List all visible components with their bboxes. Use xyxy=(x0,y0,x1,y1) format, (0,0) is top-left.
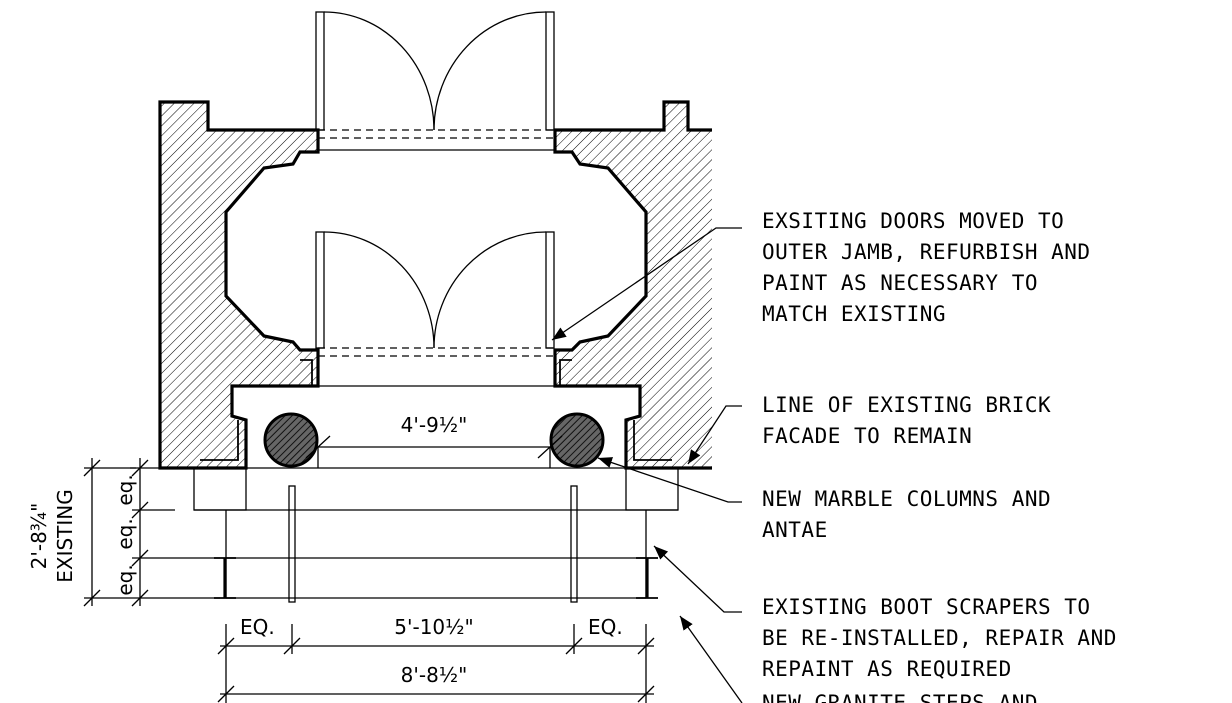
scrapers-leader xyxy=(653,545,742,613)
doors-leader xyxy=(551,227,742,341)
left-wall xyxy=(158,100,320,470)
right-jamb-detail xyxy=(559,359,572,386)
upper-door-leaves xyxy=(315,11,555,131)
scrapers-note-line-2: BE RE-INSTALLED, REPAIR AND xyxy=(762,626,1117,650)
doors-note: EXSITING DOORS MOVED TO OUTER JAMB, REFU… xyxy=(762,209,1091,326)
right-boot-scraper xyxy=(570,485,578,603)
doors-note-line-2: OUTER JAMB, REFURBISH AND xyxy=(762,240,1091,264)
brick-note: LINE OF EXISTING BRICK FACADE TO REMAIN xyxy=(762,393,1051,448)
column-dim-tick-left xyxy=(305,435,331,459)
eq-label-upper: eq. xyxy=(113,474,137,505)
brick-note-line-2: FACADE TO REMAIN xyxy=(762,424,972,448)
scrapers-note-line-1: EXISTING BOOT SCRAPERS TO xyxy=(762,595,1091,619)
bottom-dimensions xyxy=(217,624,655,703)
left-jamb-detail xyxy=(300,359,313,386)
left-marble-column xyxy=(263,412,319,468)
scraper-spacing-dimension: 5'-10½" xyxy=(394,615,473,639)
right-wall xyxy=(553,100,712,470)
brick-leader xyxy=(687,405,742,465)
column-spacing-dimension: 4'-9½" xyxy=(401,413,468,437)
columns-note-line-2: ANTAE xyxy=(762,518,828,542)
lower-door-leaves xyxy=(315,231,555,349)
brick-note-line-1: LINE OF EXISTING BRICK xyxy=(762,393,1051,417)
eq-dimension-right: EQ. xyxy=(588,615,623,639)
column-dim-tick-right xyxy=(537,435,563,459)
right-marble-column xyxy=(549,412,605,468)
depth-dimension-label: EXISTING xyxy=(53,489,77,583)
doors-note-line-3: PAINT AS NECESSARY TO xyxy=(762,271,1038,295)
overall-width-dimension: 8'-8½" xyxy=(401,663,468,687)
columns-note-line-1: NEW MARBLE COLUMNS AND xyxy=(762,487,1051,511)
scrapers-note-line-3: REPAINT AS REQUIRED xyxy=(762,657,1012,681)
left-boot-scraper xyxy=(288,485,296,603)
columns-note: NEW MARBLE COLUMNS AND ANTAE xyxy=(762,487,1051,542)
eq-label-middle: eq. xyxy=(113,518,137,549)
columns-leader xyxy=(597,457,742,503)
left-pedestal xyxy=(193,467,247,511)
scrapers-note: EXISTING BOOT SCRAPERS TO BE RE-INSTALLE… xyxy=(762,595,1117,681)
depth-dimension-value: 2'-8¾" xyxy=(27,503,51,570)
eq-dimension-left: EQ. xyxy=(240,615,275,639)
doors-note-line-4: MATCH EXISTING xyxy=(762,302,946,326)
doors-note-line-1: EXSITING DOORS MOVED TO xyxy=(762,209,1064,233)
left-pocket-detail xyxy=(200,420,239,461)
steps-leader xyxy=(679,615,743,703)
right-ibeam-icon xyxy=(636,557,658,599)
depth-dimension xyxy=(83,458,220,607)
right-pedestal xyxy=(625,467,679,511)
left-ibeam-icon xyxy=(214,557,236,599)
eq-label-lower: eq. xyxy=(113,564,137,595)
steps-note-line-1: NEW GRANITE STEPS AND xyxy=(762,691,1038,703)
steps-note: NEW GRANITE STEPS AND xyxy=(762,691,1038,703)
right-pocket-detail xyxy=(633,420,672,461)
